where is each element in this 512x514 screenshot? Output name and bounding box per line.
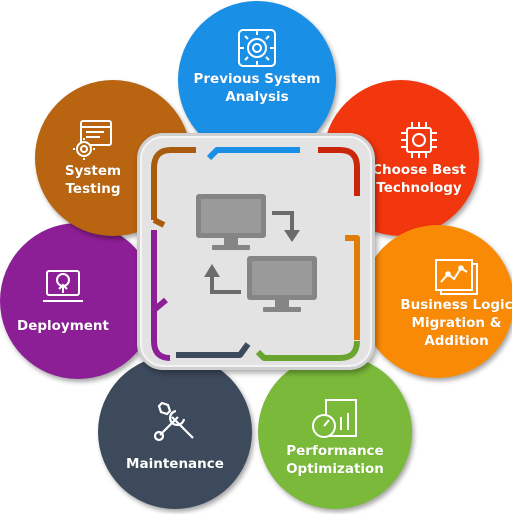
speedometer-chart-icon (312, 399, 357, 438)
stage-previous-system-analysis: Previous System Analysis (178, 1, 336, 159)
bracket-segment-orange (345, 235, 360, 340)
line-chart-board-icon (434, 258, 478, 295)
stage-deployment: Deployment (0, 223, 156, 379)
stage-label: Previous System Analysis (193, 71, 321, 105)
stage-label: System Testing (64, 163, 122, 197)
stage-label: Choose Best Technology (372, 162, 466, 196)
bracket-segment-blue (206, 147, 300, 161)
wrench-screwdriver-icon (153, 401, 194, 442)
stage-maintenance: Maintenance (98, 355, 252, 509)
computer-migration-icon (196, 194, 317, 312)
bracket-segment-slate (176, 342, 251, 358)
stage-performance-optimization: Performance Optimization (258, 355, 412, 509)
browser-gear-icon (73, 120, 112, 160)
stage-business-logic: Business Logic Migration & Addition (361, 225, 512, 378)
chip-icon (401, 122, 437, 158)
bracket-segment-green (255, 340, 360, 361)
center-panel (137, 133, 375, 370)
stage-label: Maintenance (126, 456, 224, 472)
stage-label: Deployment (16, 318, 109, 334)
gear-circuit-icon (238, 29, 276, 67)
laptop-globe-upload-icon (43, 270, 83, 302)
stage-label: Performance Optimization (286, 443, 384, 477)
stage-label: Business Logic Migration & Addition (400, 296, 512, 349)
bracket-segment-red (318, 147, 360, 196)
bracket-segment-purple (151, 230, 171, 361)
bracket-segment-brown (151, 147, 196, 228)
